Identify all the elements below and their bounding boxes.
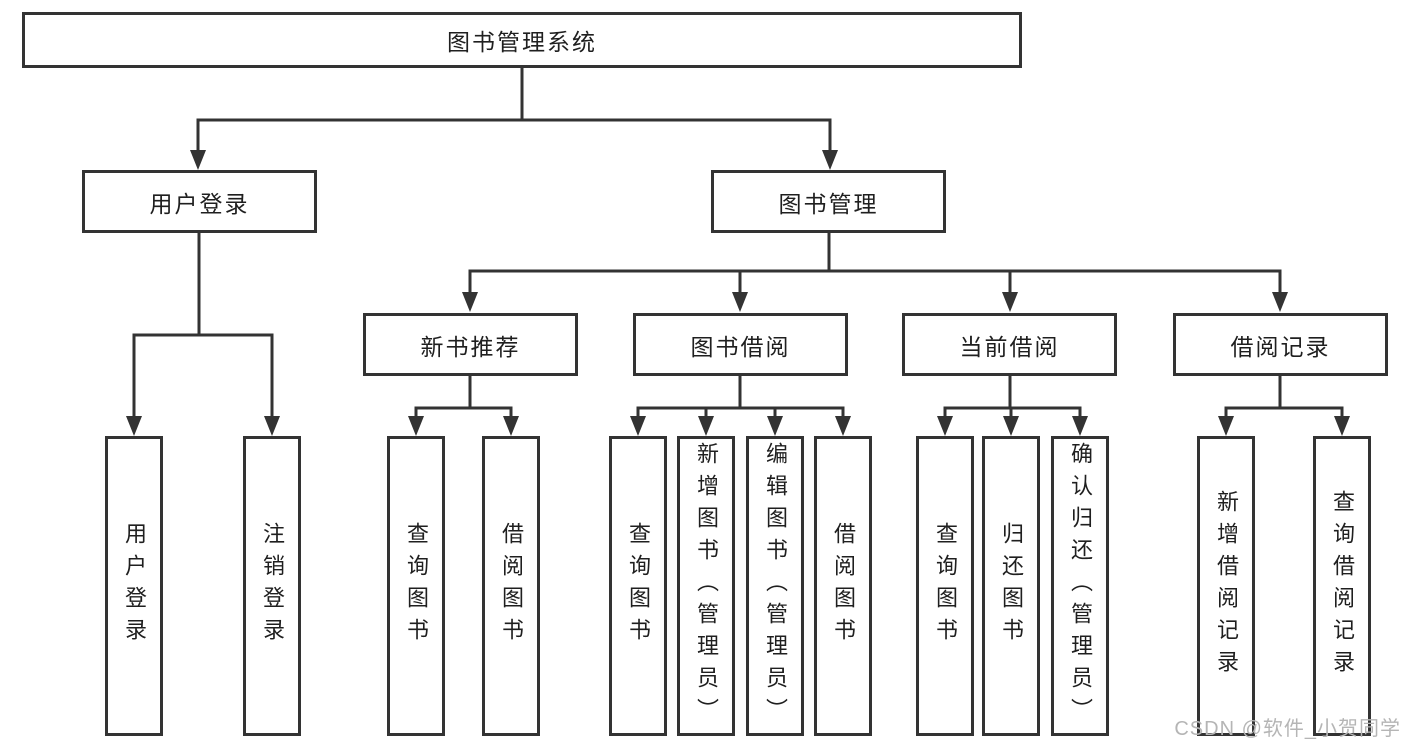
node-label: 当前借阅 [959,333,1060,360]
watermark: CSDN @软件_小贺同学 [1174,718,1401,740]
leaf-label: 借阅图书 [499,522,524,650]
node-user-login: 用户登录 [82,170,317,233]
node-book-management: 图书管理 [711,170,946,233]
leaf-label: 确认归还（管理员） [1068,442,1093,730]
node-label: 用户登录 [149,190,250,217]
node-label: 图书管理系统 [447,29,597,55]
leaf-confirm-return-admin: 确认归还（管理员） [1051,436,1109,736]
node-label: 图书借阅 [690,333,791,360]
node-borrow-records: 借阅记录 [1173,313,1388,376]
leaf-borrow-books-recommend: 借阅图书 [482,436,540,736]
node-label: 图书管理 [778,190,879,217]
leaf-logout-login: 注销登录 [243,436,301,736]
leaf-label: 借阅图书 [831,522,856,650]
leaf-label: 查询借阅记录 [1330,490,1355,682]
node-current-borrow: 当前借阅 [902,313,1117,376]
leaf-label: 查询图书 [626,522,651,650]
node-new-book-recommend: 新书推荐 [363,313,578,376]
leaf-edit-book-admin: 编辑图书（管理员） [746,436,804,736]
leaf-user-login: 用户登录 [105,436,163,736]
leaf-add-book-admin: 新增图书（管理员） [677,436,735,736]
leaf-label: 新增借阅记录 [1214,490,1239,682]
node-root: 图书管理系统 [22,12,1022,68]
leaf-add-borrow-record: 新增借阅记录 [1197,436,1255,736]
leaf-query-books-borrow: 查询图书 [609,436,667,736]
leaf-return-book: 归还图书 [982,436,1040,736]
leaf-label: 查询图书 [933,522,958,650]
leaf-query-books-current: 查询图书 [916,436,974,736]
leaf-label: 用户登录 [122,522,147,650]
node-label: 借阅记录 [1230,333,1331,360]
leaf-query-books-recommend: 查询图书 [387,436,445,736]
node-book-borrow: 图书借阅 [633,313,848,376]
leaf-label: 查询图书 [404,522,429,650]
leaf-query-borrow-record: 查询借阅记录 [1313,436,1371,736]
leaf-label: 新增图书（管理员） [694,442,719,730]
node-label: 新书推荐 [420,333,521,360]
leaf-label: 注销登录 [260,522,285,650]
leaf-label: 编辑图书（管理员） [763,442,788,730]
leaf-label: 归还图书 [999,522,1024,650]
leaf-borrow-books: 借阅图书 [814,436,872,736]
